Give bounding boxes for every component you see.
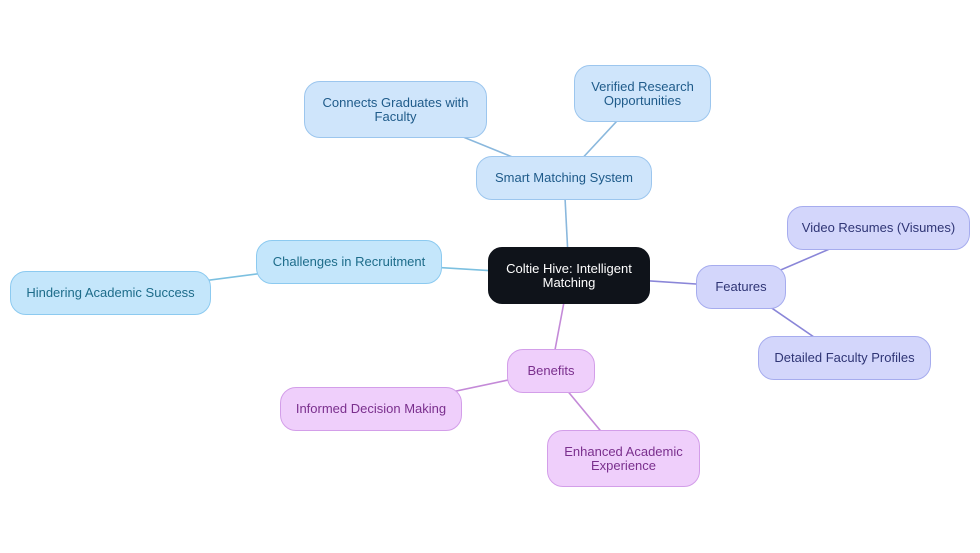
node-label: Verified Research Opportunities [591, 78, 694, 108]
node-smart-matching-system[interactable]: Smart Matching System [476, 156, 652, 200]
node-label: Enhanced Academic Experience [564, 443, 683, 473]
node-label: Hindering Academic Success [26, 285, 195, 300]
node-label: Connects Graduates with Faculty [322, 94, 469, 124]
node-enhanced-academic-experience[interactable]: Enhanced Academic Experience [547, 430, 700, 487]
root-node[interactable]: Coltie Hive: Intelligent Matching [488, 247, 650, 304]
node-label: Detailed Faculty Profiles [774, 350, 915, 365]
node-connects-graduates[interactable]: Connects Graduates with Faculty [304, 81, 487, 138]
node-detailed-faculty-profiles[interactable]: Detailed Faculty Profiles [758, 336, 931, 380]
node-label: Informed Decision Making [295, 401, 447, 416]
root-node-label: Coltie Hive: Intelligent Matching [506, 260, 632, 290]
node-label: Smart Matching System [495, 170, 633, 185]
node-features[interactable]: Features [696, 265, 786, 309]
node-label: Challenges in Recruitment [272, 254, 426, 269]
node-label: Benefits [527, 363, 575, 378]
node-label: Features [715, 279, 767, 294]
node-benefits[interactable]: Benefits [507, 349, 595, 393]
node-informed-decision-making[interactable]: Informed Decision Making [280, 387, 462, 431]
node-challenges-in-recruitment[interactable]: Challenges in Recruitment [256, 240, 442, 284]
node-label: Video Resumes (Visumes) [801, 220, 956, 235]
node-verified-research[interactable]: Verified Research Opportunities [574, 65, 711, 122]
node-hindering-academic-success[interactable]: Hindering Academic Success [10, 271, 211, 315]
node-video-resumes[interactable]: Video Resumes (Visumes) [787, 206, 970, 250]
